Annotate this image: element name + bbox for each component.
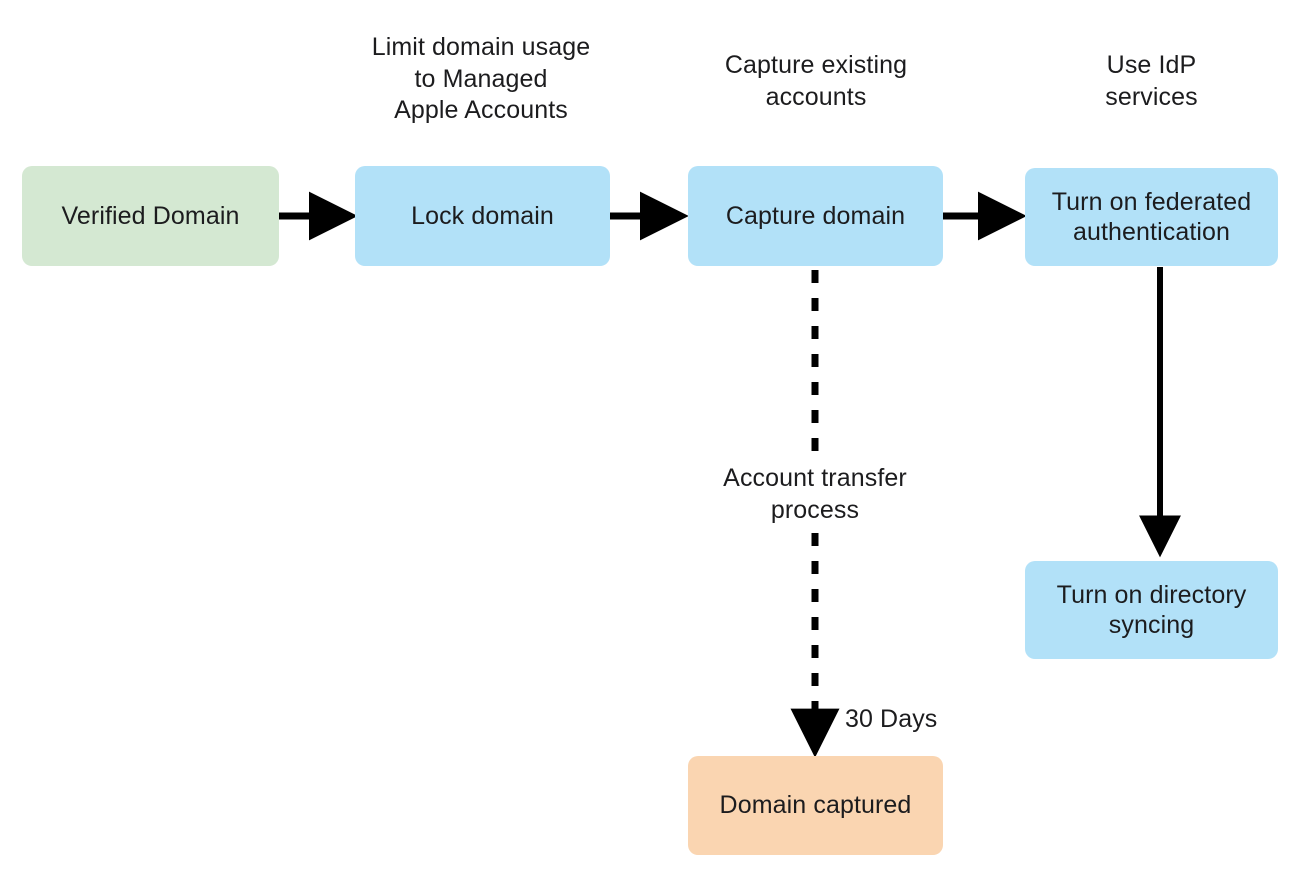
node-verified-domain[interactable]: Verified Domain bbox=[22, 166, 279, 266]
node-capture-domain[interactable]: Capture domain bbox=[688, 166, 943, 266]
node-lock-domain[interactable]: Lock domain bbox=[355, 166, 610, 266]
caption-lock-domain: Limit domain usage to Managed Apple Acco… bbox=[371, 33, 591, 124]
node-domain-captured[interactable]: Domain captured bbox=[688, 756, 943, 855]
edge-label-account-transfer-process: Account transfer process bbox=[723, 464, 907, 524]
node-turn-on-directory-syncing[interactable]: Turn on directory syncing bbox=[1025, 561, 1278, 659]
caption-use-idp-services: Use IdP services bbox=[1105, 51, 1198, 111]
caption-capture-existing-accounts: Capture existing accounts bbox=[724, 51, 908, 111]
node-turn-on-federated-authentication[interactable]: Turn on federated authentication bbox=[1025, 168, 1278, 266]
edge-label-30-days: 30 Days bbox=[845, 705, 938, 733]
